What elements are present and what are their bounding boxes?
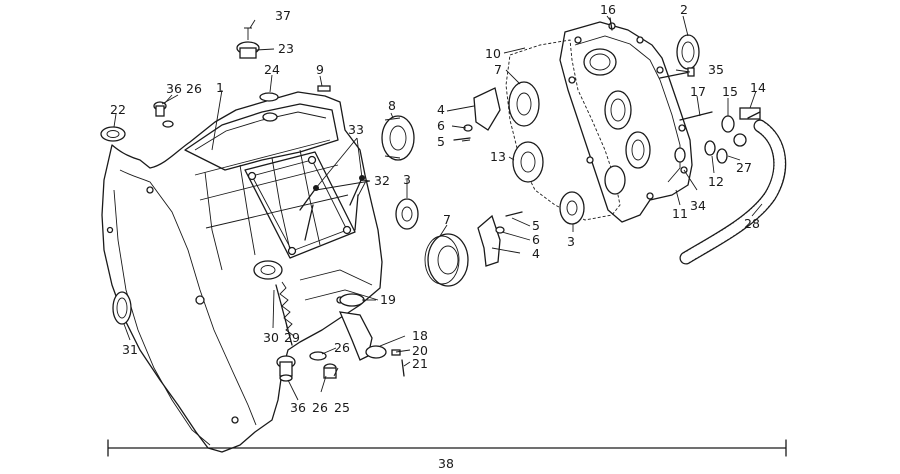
- bottom-parts: [275, 281, 405, 382]
- part-label-24: 24: [264, 62, 280, 77]
- part-label-3b: 3: [567, 234, 575, 249]
- part-label-31: 31: [122, 342, 138, 357]
- part-label-26c: 26: [312, 400, 328, 415]
- part-label-26a: 26: [186, 81, 202, 96]
- part-label-26b: 26: [334, 340, 350, 355]
- part-label-34: 34: [690, 198, 706, 213]
- hose-28: [679, 119, 787, 265]
- part-label-18: 18: [412, 328, 428, 343]
- part-label-25: 25: [334, 400, 350, 415]
- part-label-32: 32: [374, 173, 390, 188]
- part-label-5b: 5: [532, 218, 540, 233]
- part-label-4a: 4: [437, 102, 445, 117]
- part-label-23: 23: [278, 41, 294, 56]
- part-label-37: 37: [275, 8, 291, 23]
- part-label-29: 29: [284, 330, 300, 345]
- main-housing: [101, 91, 383, 453]
- part-label-30: 30: [263, 330, 279, 345]
- part-label-8: 8: [388, 98, 396, 113]
- part-label-1: 1: [216, 80, 224, 95]
- part-label-6a: 6: [437, 118, 445, 133]
- leader-lines: [107, 15, 787, 457]
- part-label-36a: 36: [166, 81, 182, 96]
- part-labels: 1 2 3 3 4 4 5 5 6 6 7 7 8 9 10 11 12 13 …: [110, 2, 766, 471]
- part-label-16: 16: [600, 2, 616, 17]
- part-label-2: 2: [680, 2, 688, 17]
- end-cover: [453, 17, 761, 267]
- part-label-19: 19: [380, 292, 396, 307]
- part-label-28: 28: [744, 216, 760, 231]
- part-label-13: 13: [490, 149, 506, 164]
- part-label-36b: 36: [290, 400, 306, 415]
- part-label-27: 27: [736, 160, 752, 175]
- part-label-6b: 6: [532, 232, 540, 247]
- part-label-4b: 4: [532, 246, 540, 261]
- part-label-12: 12: [708, 174, 724, 189]
- part-label-5a: 5: [437, 134, 445, 149]
- part-label-7b: 7: [443, 212, 451, 227]
- part-label-11: 11: [672, 206, 688, 221]
- part-label-17: 17: [690, 84, 706, 99]
- part-label-38: 38: [438, 456, 454, 471]
- part-label-10: 10: [485, 46, 501, 61]
- part-label-14: 14: [750, 80, 766, 95]
- part-label-21: 21: [412, 356, 428, 371]
- part-label-20: 20: [412, 343, 428, 358]
- part-label-33: 33: [348, 122, 364, 137]
- part-label-9: 9: [316, 62, 324, 77]
- part-label-22: 22: [110, 102, 126, 117]
- part-label-35: 35: [708, 62, 724, 77]
- part-label-15: 15: [722, 84, 738, 99]
- bearings-left: [112, 115, 469, 325]
- part-label-7a: 7: [494, 62, 502, 77]
- small-parts-left: [100, 27, 331, 142]
- part-label-3a: 3: [403, 172, 411, 187]
